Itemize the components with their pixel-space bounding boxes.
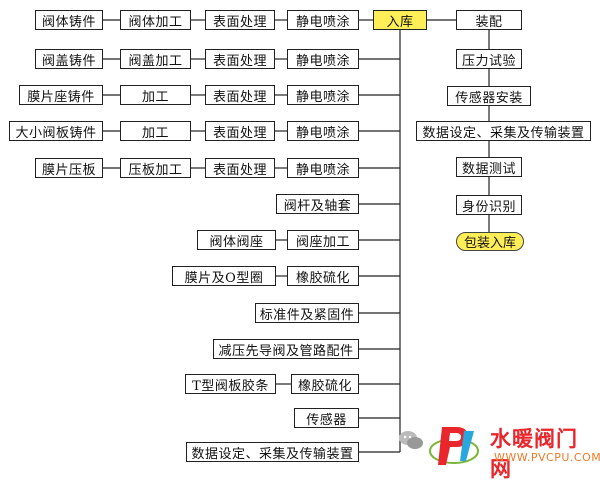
electrostatic-spraying-box-2: 静电喷涂 [287, 49, 359, 69]
sensor-box: 传感器 [294, 408, 359, 428]
electrostatic-spraying-box-1: 静电喷涂 [287, 10, 359, 30]
standard-parts-fasteners-box: 标准件及紧固件 [255, 303, 359, 323]
package-inbound-pill: 包装入库 [456, 232, 524, 251]
identity-recognition-box: 身份识别 [456, 195, 522, 215]
diaphragm-plate-box: 膜片压板 [35, 158, 103, 178]
valve-plate-casting-box: 大小阀板铸件 [9, 121, 103, 141]
watermark: 水暖阀门网 WWW.PVCPU.COM [398, 421, 600, 481]
connector-lines [103, 19, 490, 453]
watermark-url: WWW.PVCPU.COM [494, 451, 600, 464]
data-setup-box: 数据设定、采集及传输装置 [416, 121, 591, 141]
diaphragm-seat-casting-box: 膜片座铸件 [19, 85, 103, 105]
data-device-box: 数据设定、采集及传输装置 [186, 442, 359, 462]
site-logo-icon [429, 427, 479, 465]
plate-machining-box: 压板加工 [120, 158, 191, 178]
inbound-box: 入库 [373, 10, 427, 30]
valve-body-casting-box: 阀体铸件 [35, 10, 103, 30]
pilot-valve-piping-box: 减压先导阀及管路配件 [213, 339, 359, 359]
process-flowchart: 阀体铸件 阀体加工 表面处理 静电喷涂 入库 阀盖铸件 阀盖加工 表面处理 静电… [9, 10, 600, 481]
electrostatic-spraying-box-5: 静电喷涂 [287, 158, 359, 178]
data-test-box: 数据测试 [456, 157, 522, 177]
electrostatic-spraying-box-4: 静电喷涂 [287, 121, 359, 141]
surface-treatment-box-3: 表面处理 [205, 85, 275, 105]
valve-body-seat-box: 阀体阀座 [197, 230, 276, 250]
rubber-vulcanization-box-1: 橡胶硫化 [287, 266, 359, 286]
machining-box-3: 加工 [120, 85, 191, 105]
pressure-test-box: 压力试验 [456, 49, 522, 69]
surface-treatment-box-1: 表面处理 [205, 10, 275, 30]
wechat-icon [399, 431, 423, 449]
seat-machining-box: 阀座加工 [287, 230, 359, 250]
sensor-install-box: 传感器安装 [447, 86, 531, 106]
bonnet-machining-box: 阀盖加工 [120, 49, 191, 69]
t-plate-rubber-strip-box: T型阀板胶条 [185, 374, 276, 394]
machining-box-4: 加工 [120, 121, 191, 141]
surface-treatment-box-4: 表面处理 [205, 121, 275, 141]
rubber-vulcanization-box-2: 橡胶硫化 [291, 374, 359, 394]
diaphragm-oring-box: 膜片及O型圈 [172, 266, 276, 286]
surface-treatment-box-5: 表面处理 [205, 158, 275, 178]
watermark-title: 水暖阀门网 [490, 427, 578, 481]
valve-body-machining-box: 阀体加工 [120, 10, 191, 30]
surface-treatment-box-2: 表面处理 [205, 49, 275, 69]
bonnet-casting-box: 阀盖铸件 [35, 49, 103, 69]
electrostatic-spraying-box-3: 静电喷涂 [287, 85, 359, 105]
assembly-box: 装配 [456, 10, 522, 30]
valve-stem-bushing-box: 阀杆及轴套 [276, 194, 359, 214]
